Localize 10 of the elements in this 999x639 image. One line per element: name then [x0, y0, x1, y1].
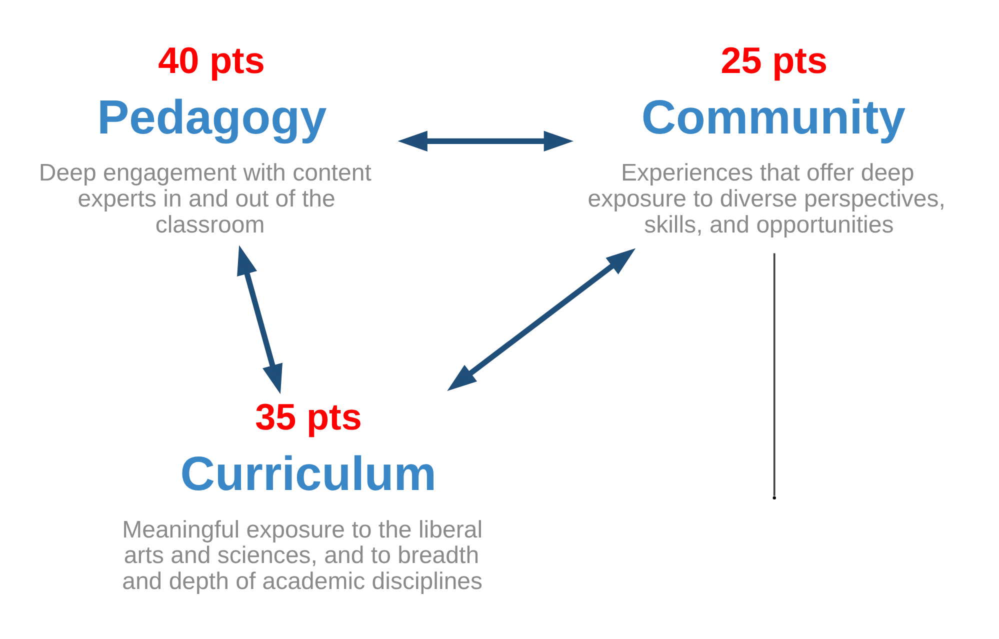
node-text: Community Experiences that offer deep exposure to diverse perspectives, skills, and opportunities — [588, 91, 946, 238]
arrow — [398, 130, 574, 152]
arrow — [237, 245, 282, 394]
node-label: 25 pts — [720, 40, 828, 81]
node-label: 40 pts — [158, 40, 265, 81]
node-text: Pedagogy Deep engagement with content experts in and out of the classroom — [38, 91, 372, 238]
connector — [773, 253, 776, 496]
arrow — [447, 248, 636, 392]
node-label: 35 pts — [255, 396, 362, 438]
node-text: Curriculum Meaningful exposure to the liberal arts and sciences, and to breadth and depth of academic disciplines — [122, 448, 483, 596]
